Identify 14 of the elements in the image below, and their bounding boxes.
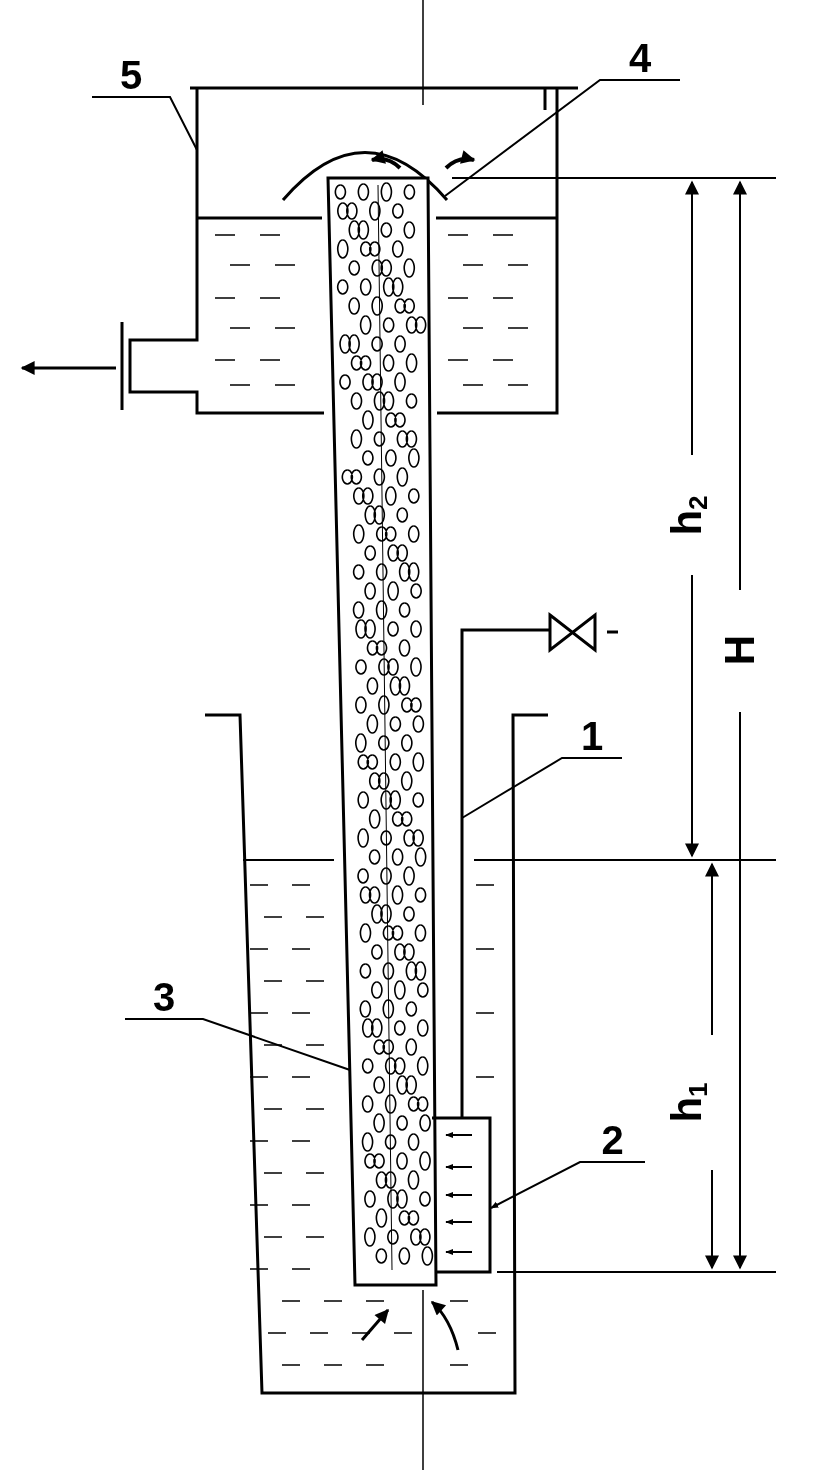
callout-number: 4 <box>600 38 680 78</box>
callout-number: 2 <box>580 1120 645 1160</box>
leader-line <box>490 1161 646 1209</box>
leader-line <box>124 1018 351 1071</box>
callout-number: 5 <box>92 55 170 95</box>
riser-pipe <box>326 176 438 1287</box>
leader-line <box>91 96 198 151</box>
deflector-cap <box>281 151 449 202</box>
air-supply-pipe <box>460 628 550 1118</box>
air-chamber <box>432 1116 492 1274</box>
leader-line <box>444 79 681 197</box>
leader-line <box>461 757 623 819</box>
callout-number: 3 <box>125 977 203 1017</box>
callout-number: 1 <box>562 716 622 756</box>
